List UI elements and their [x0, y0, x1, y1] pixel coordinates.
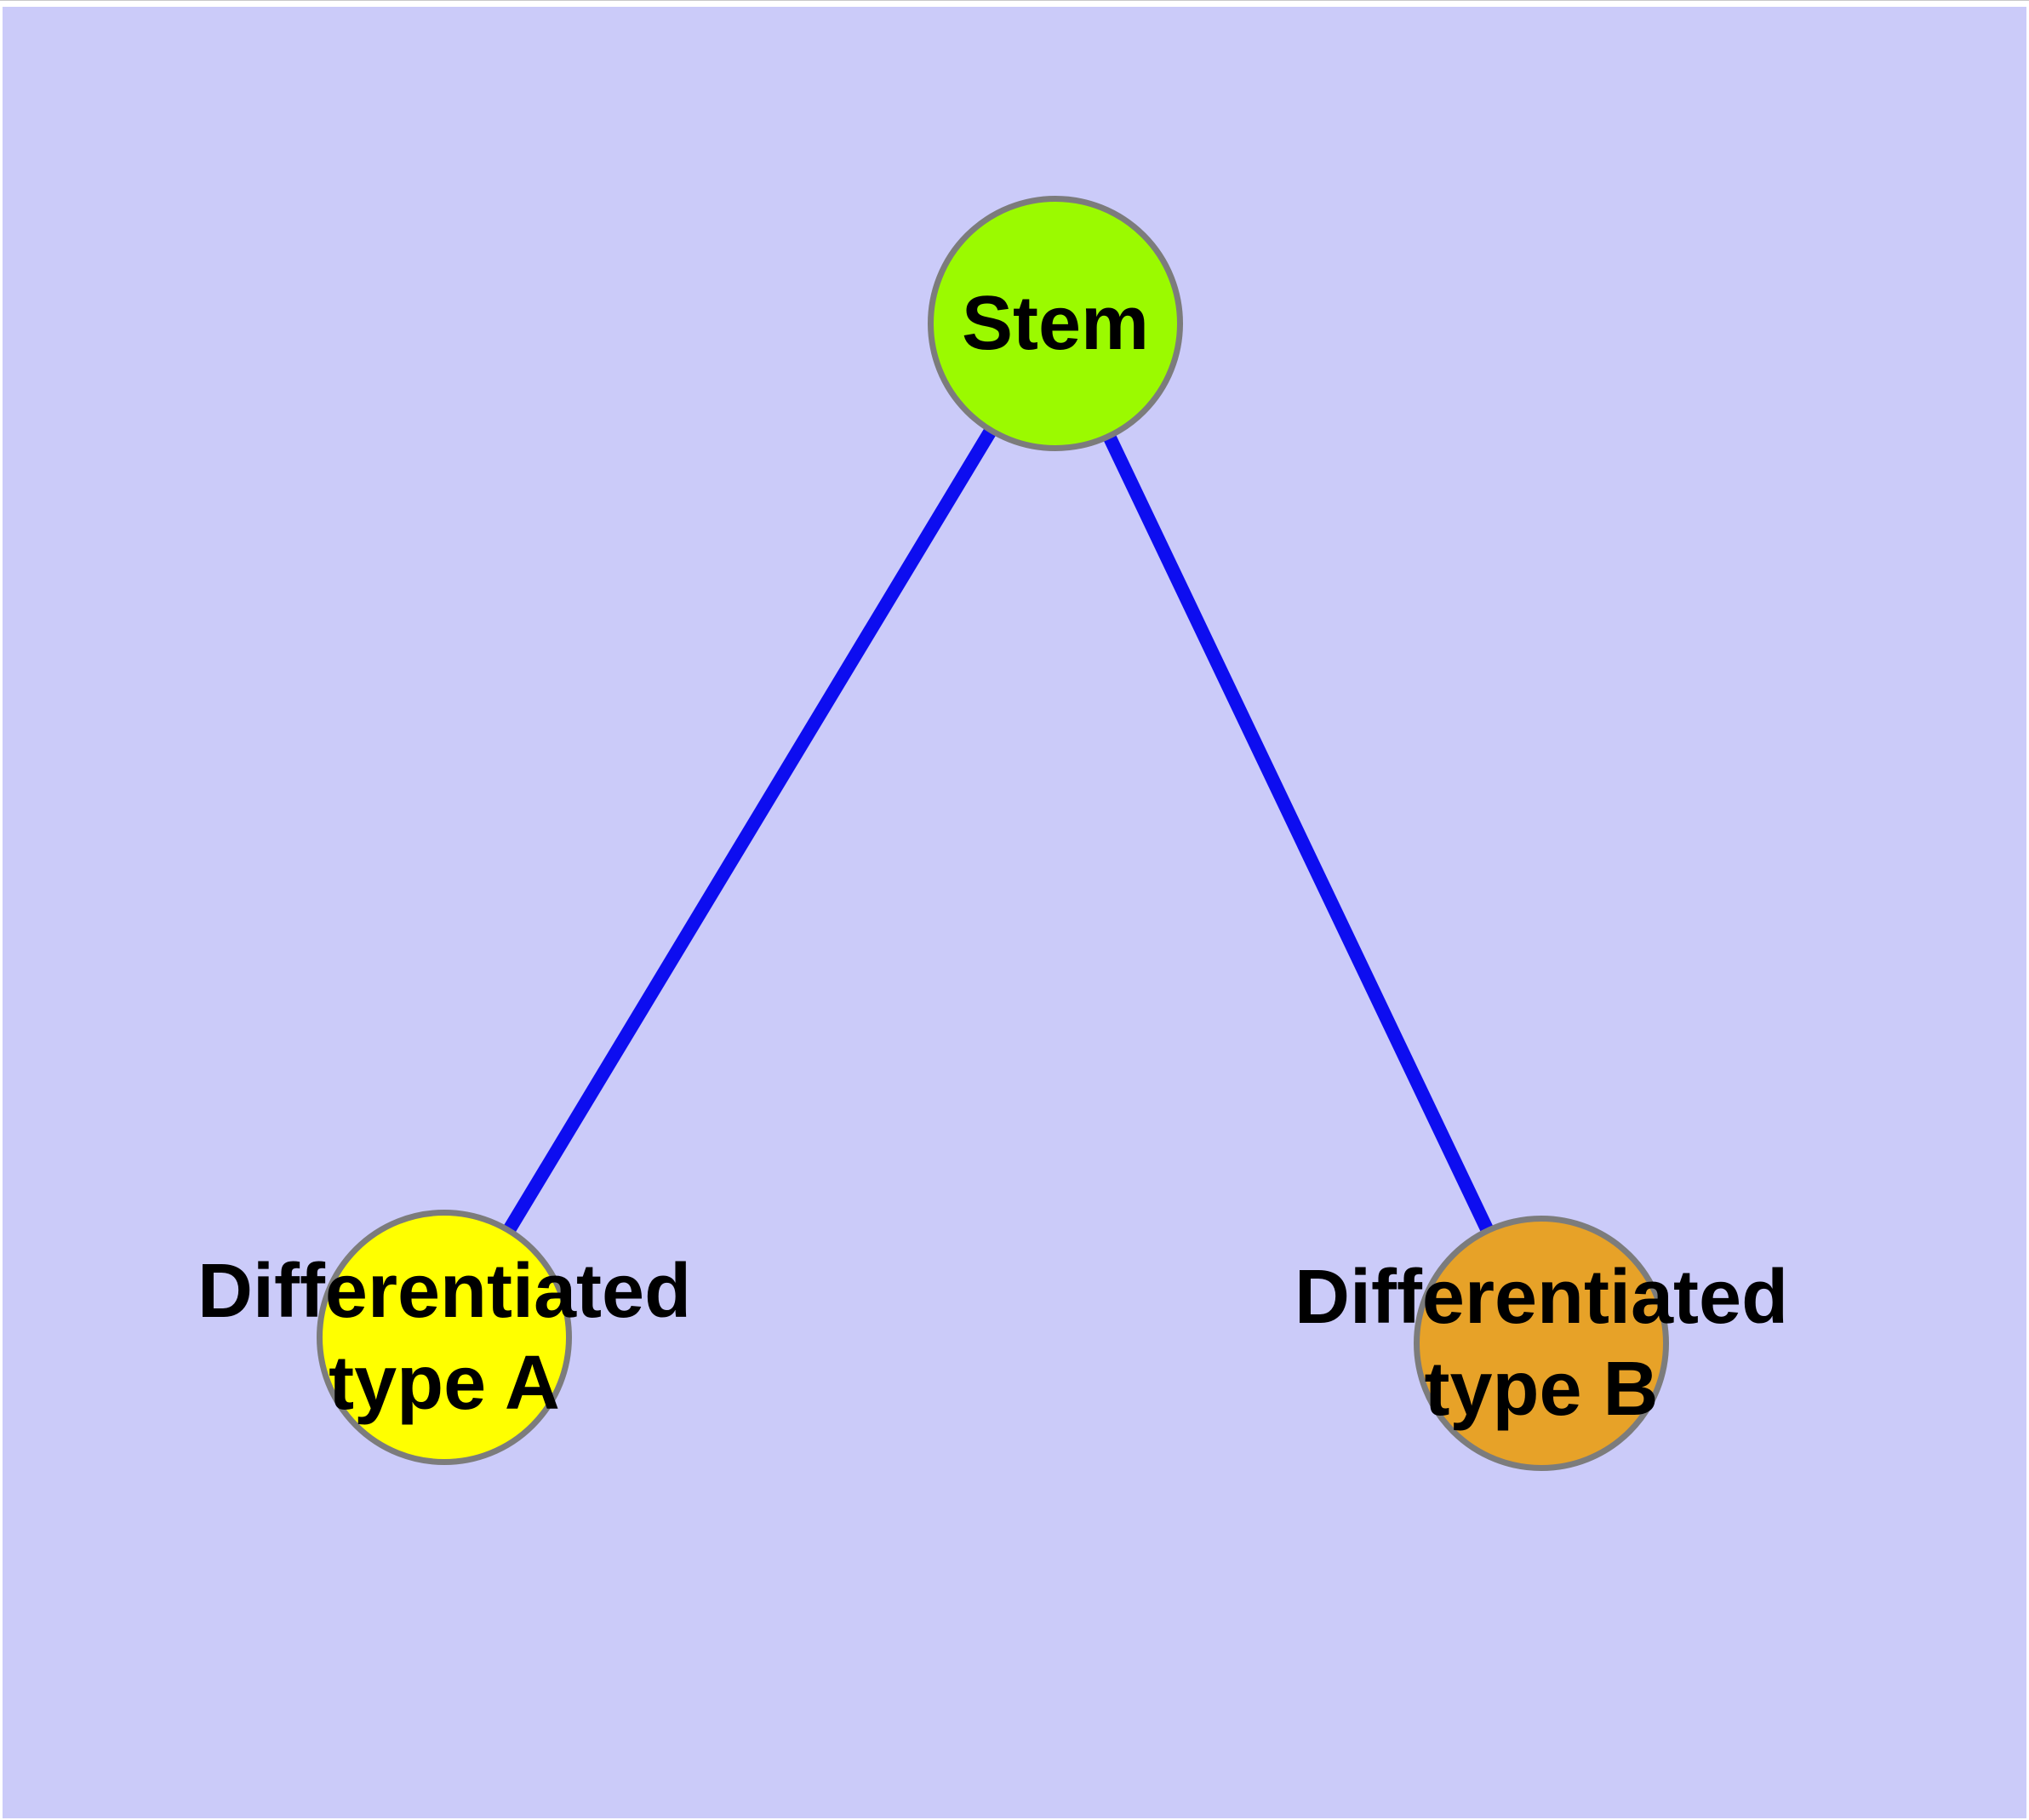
edges-layer — [438, 319, 1548, 1347]
node-stem-label: Stem — [961, 281, 1150, 366]
node-differentiated-type-a: Differentiated type A — [197, 1210, 691, 1465]
node-stem: Stem — [928, 196, 1183, 451]
edge-stem-to-type-b — [1049, 320, 1548, 1347]
graph-canvas: Stem Differentiated type A Differentiate… — [3, 7, 2026, 1818]
node-differentiated-type-b: Differentiated type B — [1295, 1216, 1788, 1471]
edge-stem-to-type-a — [438, 319, 1061, 1342]
